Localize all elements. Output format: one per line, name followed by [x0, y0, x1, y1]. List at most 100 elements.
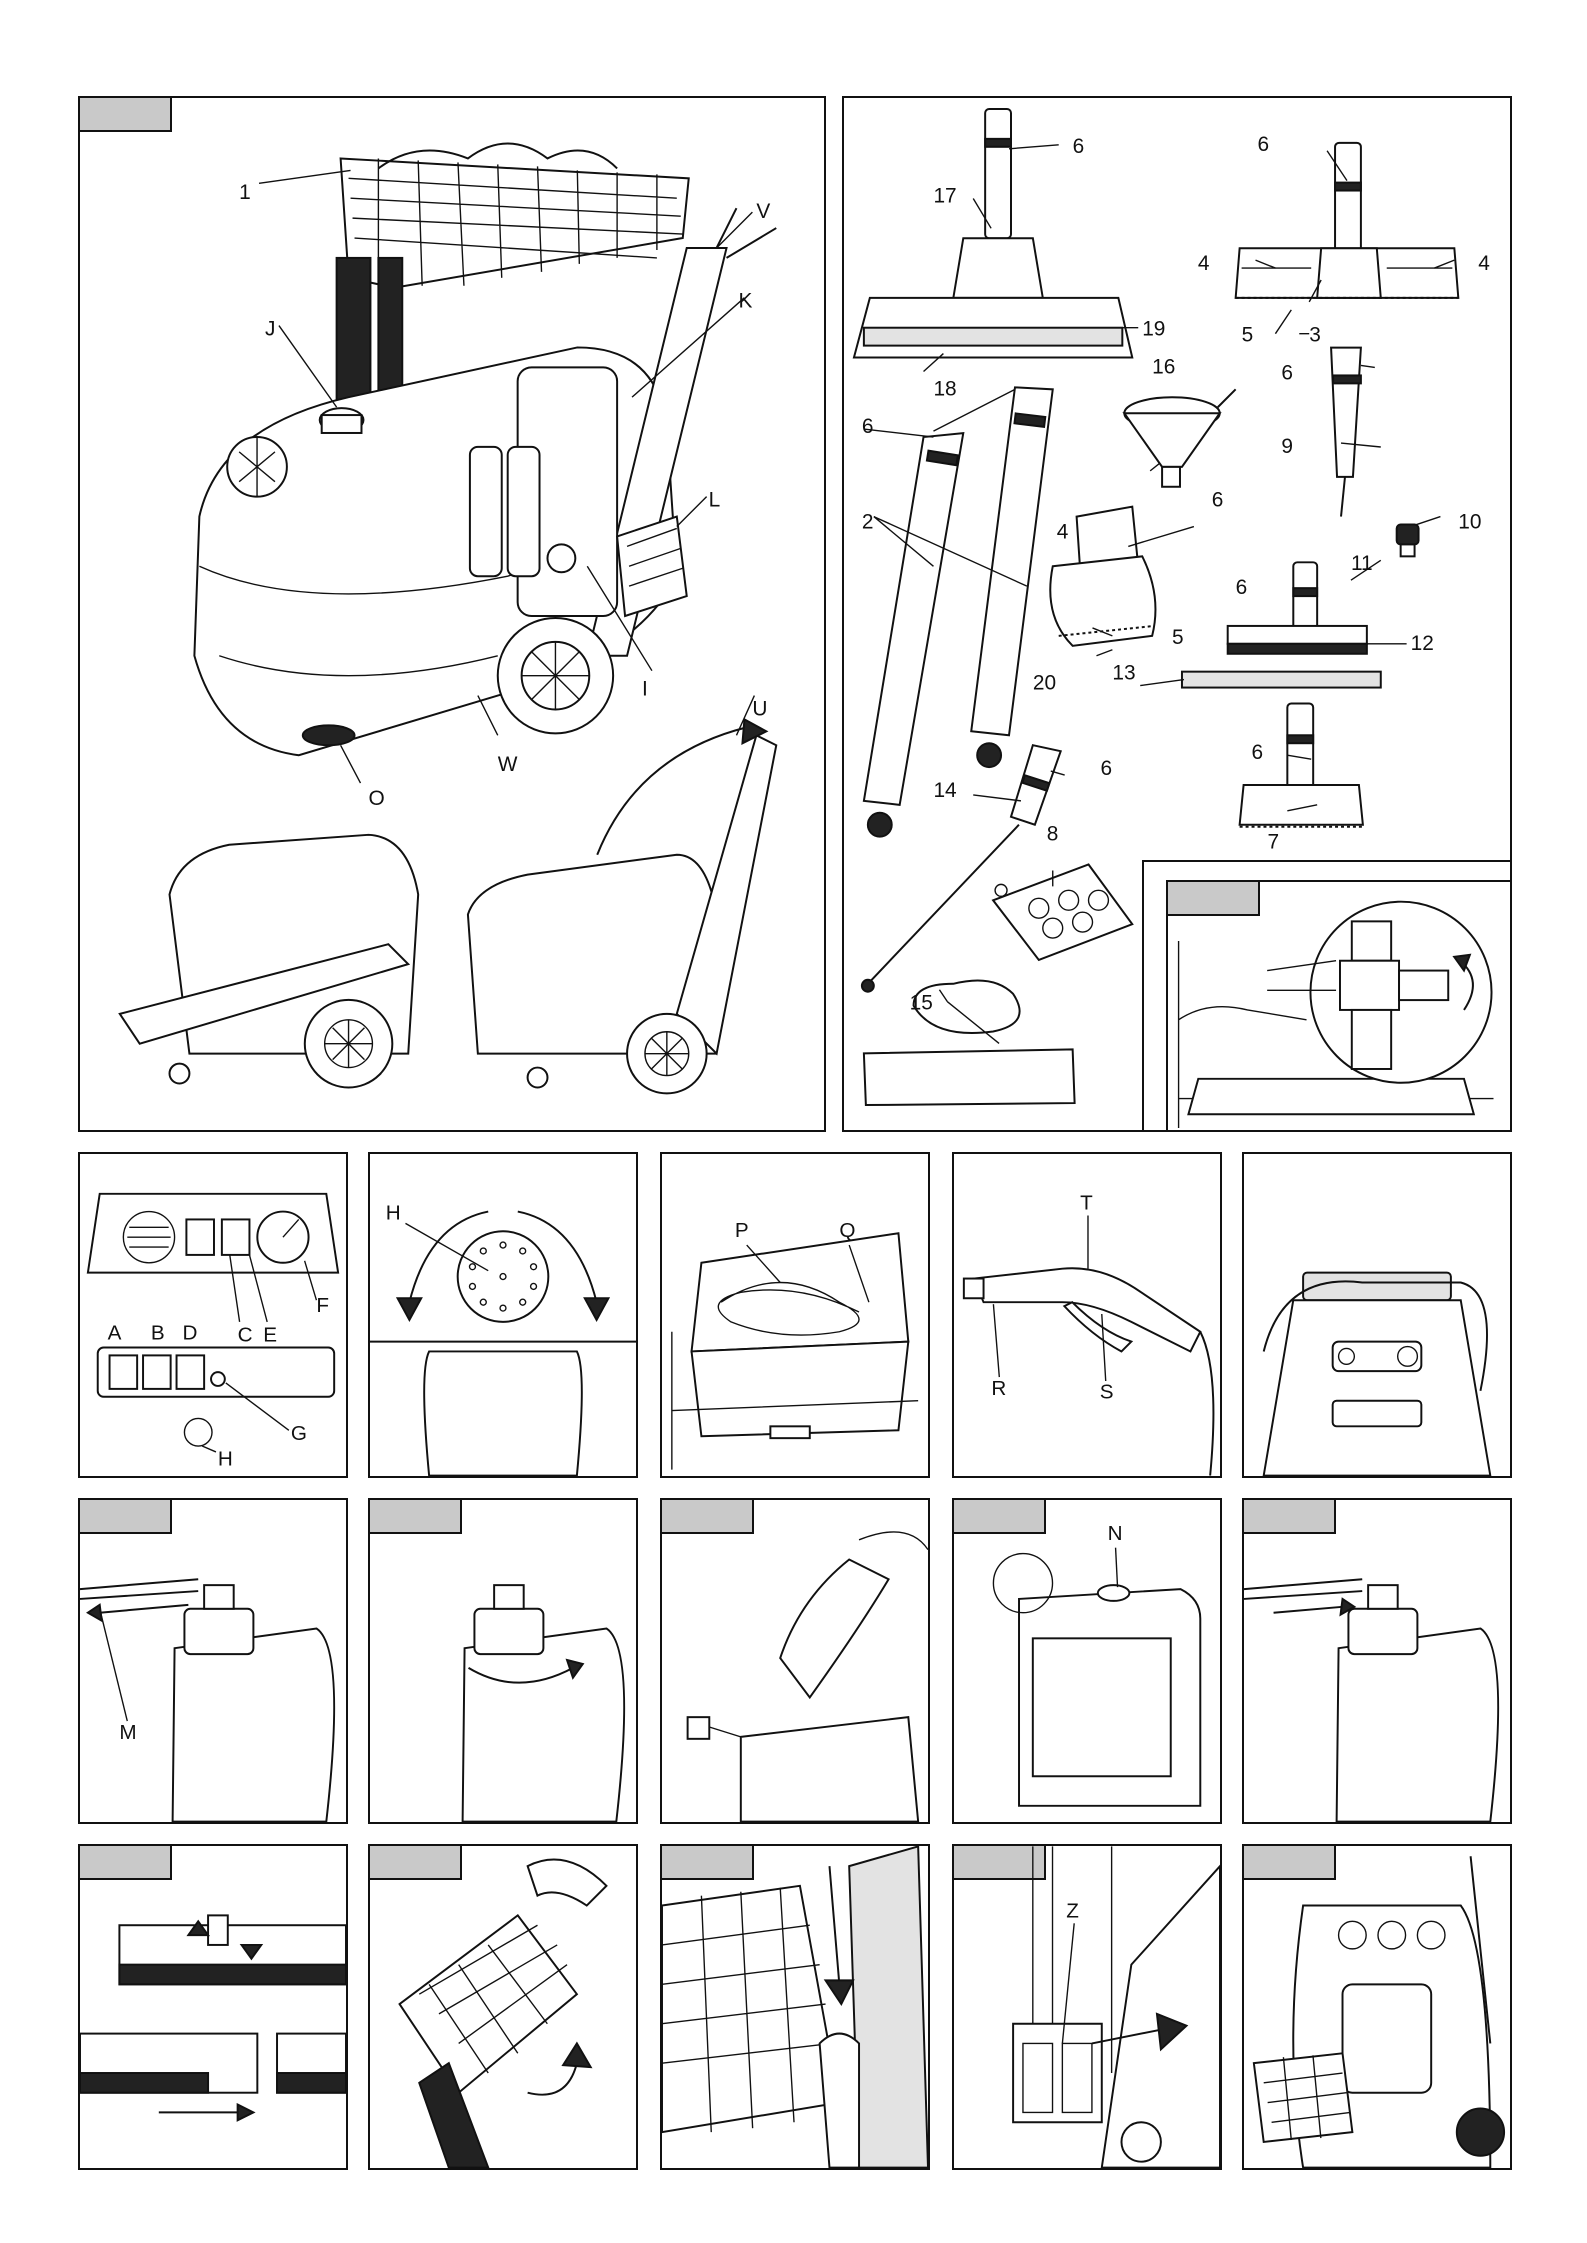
- label-6-h: 6: [1252, 741, 1264, 764]
- drain-valve-drawing: [1168, 882, 1510, 1130]
- tank-step-4-drawing: N: [954, 1500, 1220, 1822]
- hose-connected-drawing: [1244, 1154, 1510, 1476]
- label-6-f: 6: [1236, 576, 1248, 599]
- label-6-g: 6: [1100, 757, 1112, 780]
- label-6-c: 6: [1281, 361, 1293, 384]
- label-Q: Q: [839, 1219, 855, 1242]
- label-N: N: [1108, 1522, 1123, 1545]
- machine-handle-folded: [120, 835, 418, 1088]
- tank-step-5-drawing: [1244, 1500, 1510, 1822]
- label-6-e: 6: [1212, 489, 1224, 512]
- floor-tool-with-cloth: [854, 109, 1132, 358]
- extension-tubes: [864, 387, 1053, 836]
- label-S: S: [1100, 1381, 1114, 1404]
- label-18: 18: [933, 377, 956, 400]
- label-V: V: [756, 200, 770, 223]
- label-9: 9: [1281, 435, 1293, 458]
- tank-step-2-drawing: [370, 1500, 636, 1822]
- window-squeegee: [1228, 562, 1367, 653]
- basket-mount-drawing: [370, 1846, 636, 2168]
- panel-control-panel: A B C D E F G H: [78, 1152, 348, 1478]
- panel-assembled-machine: [1242, 1844, 1512, 2170]
- label-1: 1: [239, 181, 251, 204]
- pressure-knob-drawing: H: [370, 1154, 636, 1476]
- label-8: 8: [1047, 823, 1059, 846]
- label-7: 7: [1267, 831, 1279, 854]
- rubber-blade: [1182, 672, 1381, 688]
- seal-kit: [993, 864, 1132, 959]
- label-6-a: 6: [1073, 135, 1085, 158]
- label-T: T: [1080, 1192, 1093, 1215]
- bracket-z-drawing: Z: [954, 1846, 1220, 2168]
- label-K: K: [738, 290, 752, 313]
- panel-hose-connected: [1242, 1152, 1512, 1478]
- label-5-a: 5: [1242, 324, 1254, 347]
- panel-tank-step-3: [660, 1498, 930, 1824]
- control-panel-drawing: A B C D E F G H: [80, 1154, 346, 1476]
- panel-tank-step-2: [368, 1498, 638, 1824]
- label-Z: Z: [1066, 1899, 1079, 1922]
- label-R: R: [991, 1377, 1006, 1400]
- wide-floor-nozzle: [1236, 143, 1459, 298]
- label-J: J: [265, 317, 275, 340]
- label-19: 19: [1142, 318, 1165, 341]
- label-2: 2: [862, 511, 874, 534]
- label-B: B: [151, 1322, 165, 1345]
- label-G: G: [291, 1422, 307, 1445]
- assembled-machine-drawing: [1244, 1846, 1510, 2168]
- nozzle-tip: [1397, 525, 1419, 557]
- panel-basket-slot: [660, 1844, 930, 2170]
- label-14: 14: [933, 779, 956, 802]
- tube-connection-drawing: [80, 1846, 346, 2168]
- label-P: P: [735, 1219, 749, 1242]
- label-L: L: [709, 489, 721, 512]
- control-knob: [547, 544, 575, 572]
- label-O: O: [368, 787, 384, 810]
- front-caster: [303, 725, 355, 745]
- detail-nozzle: [1331, 348, 1361, 517]
- label-11: 11: [1351, 552, 1373, 575]
- label-M: M: [119, 1721, 136, 1744]
- hose-compartment-drawing: P Q: [662, 1154, 928, 1476]
- label-4-a: 4: [1198, 252, 1210, 275]
- label-6-d: 6: [862, 415, 874, 438]
- label-U: U: [752, 697, 767, 720]
- label-5-b: 5: [1172, 626, 1184, 649]
- basket-slot-drawing: [662, 1846, 928, 2168]
- label-4-c: 4: [1057, 520, 1069, 543]
- label-16: 16: [1152, 355, 1175, 378]
- tank-step-3-drawing: [662, 1500, 928, 1822]
- cleaning-cloths: [864, 980, 1075, 1105]
- panel-machine-overview: 1 V K J L I U W O: [78, 96, 826, 1132]
- label-6-b: 6: [1258, 133, 1270, 156]
- panel-tank-step-1: M: [78, 1498, 348, 1824]
- label-A: A: [108, 1322, 122, 1345]
- label-H-control: H: [218, 1448, 233, 1471]
- label-W: W: [498, 753, 518, 776]
- label-13: 13: [1112, 662, 1135, 685]
- machine-overview-drawing: 1 V K J L I U W O: [80, 98, 824, 1130]
- panel-tank-step-5: [1242, 1498, 1512, 1824]
- panel-basket-mount: [368, 1844, 638, 2170]
- panel-hose-compartment: P Q: [660, 1152, 930, 1478]
- label-C: C: [238, 1324, 253, 1347]
- label-I: I: [642, 678, 648, 701]
- steam-gun-drawing: T R S: [954, 1154, 1220, 1476]
- label-4-b: 4: [1478, 252, 1490, 275]
- label-F: F: [316, 1294, 329, 1317]
- tank-step-1-drawing: M: [80, 1500, 346, 1822]
- panel-steam-gun: T R S: [952, 1152, 1222, 1478]
- panel-bracket-z: Z: [952, 1844, 1222, 2170]
- label-10: 10: [1458, 511, 1481, 534]
- label-20: 20: [1033, 672, 1056, 695]
- label-E: E: [263, 1324, 277, 1347]
- bottle-2: [508, 447, 540, 576]
- label-15: 15: [910, 992, 933, 1015]
- panel-drain-valve: [1166, 880, 1512, 1132]
- panel-tube-connection: [78, 1844, 348, 2170]
- label-H-knob: H: [386, 1201, 401, 1224]
- panel-pressure-knob: H: [368, 1152, 638, 1478]
- label-D: D: [182, 1322, 197, 1345]
- panel-tank-step-4: N: [952, 1498, 1222, 1824]
- bottle-1: [470, 447, 502, 576]
